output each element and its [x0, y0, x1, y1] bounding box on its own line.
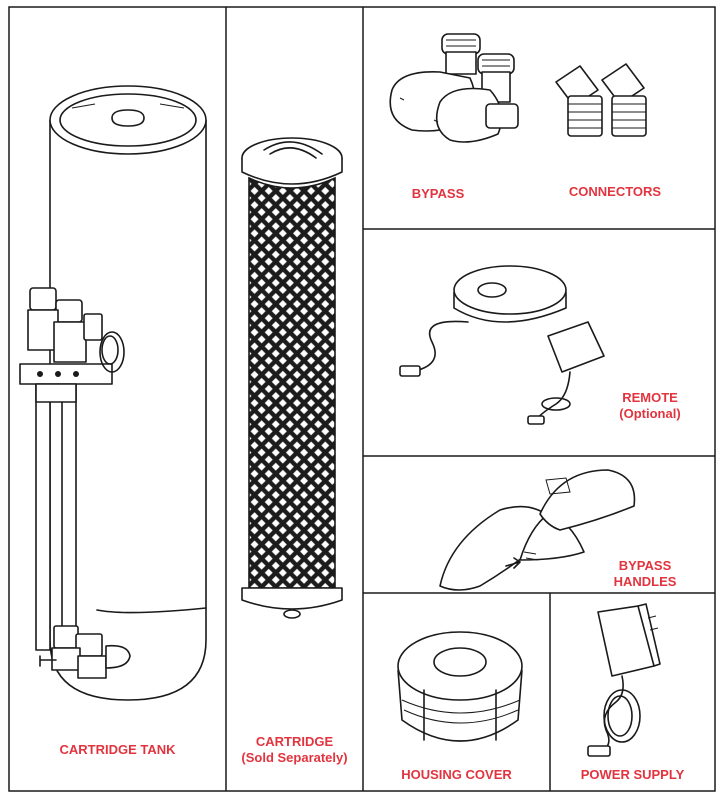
label-remote-line2: (Optional)	[619, 406, 681, 421]
label-housing-cover: HOUSING COVER	[363, 767, 550, 783]
label-power-supply-text: POWER SUPPLY	[580, 767, 685, 782]
label-bypass-handles-line2: HANDLES	[613, 574, 677, 589]
power-supply-illustration	[587, 603, 661, 757]
label-connectors: CONNECTORS	[540, 184, 690, 200]
label-power-supply: POWER SUPPLY	[550, 767, 715, 783]
label-housing-cover-text: HOUSING COVER	[401, 767, 512, 782]
label-cartridge-line2: (Sold Separately)	[241, 750, 348, 765]
label-bypass-handles: BYPASS HANDLES	[590, 558, 700, 590]
cartridge-tank-illustration	[19, 85, 207, 701]
label-cartridge-tank: CARTRIDGE TANK	[9, 742, 226, 758]
bypass-handles-illustration	[439, 469, 636, 591]
label-bypass-text: BYPASS	[411, 186, 465, 201]
label-bypass-handles-line1: BYPASS	[618, 558, 672, 573]
connectors-illustration	[555, 63, 647, 137]
bypass-illustration	[389, 33, 519, 143]
label-cartridge-tank-text: CARTRIDGE TANK	[59, 742, 176, 757]
label-remote-line1: REMOTE	[622, 390, 678, 405]
label-connectors-text: CONNECTORS	[568, 184, 662, 199]
cartridge-illustration	[241, 137, 343, 619]
label-cartridge-line1: CARTRIDGE	[255, 734, 334, 749]
label-remote: REMOTE (Optional)	[600, 390, 700, 422]
label-bypass: BYPASS	[388, 186, 488, 202]
label-cartridge: CARTRIDGE (Sold Separately)	[226, 734, 363, 766]
housing-cover-illustration	[397, 631, 523, 742]
remote-illustration	[399, 265, 605, 425]
